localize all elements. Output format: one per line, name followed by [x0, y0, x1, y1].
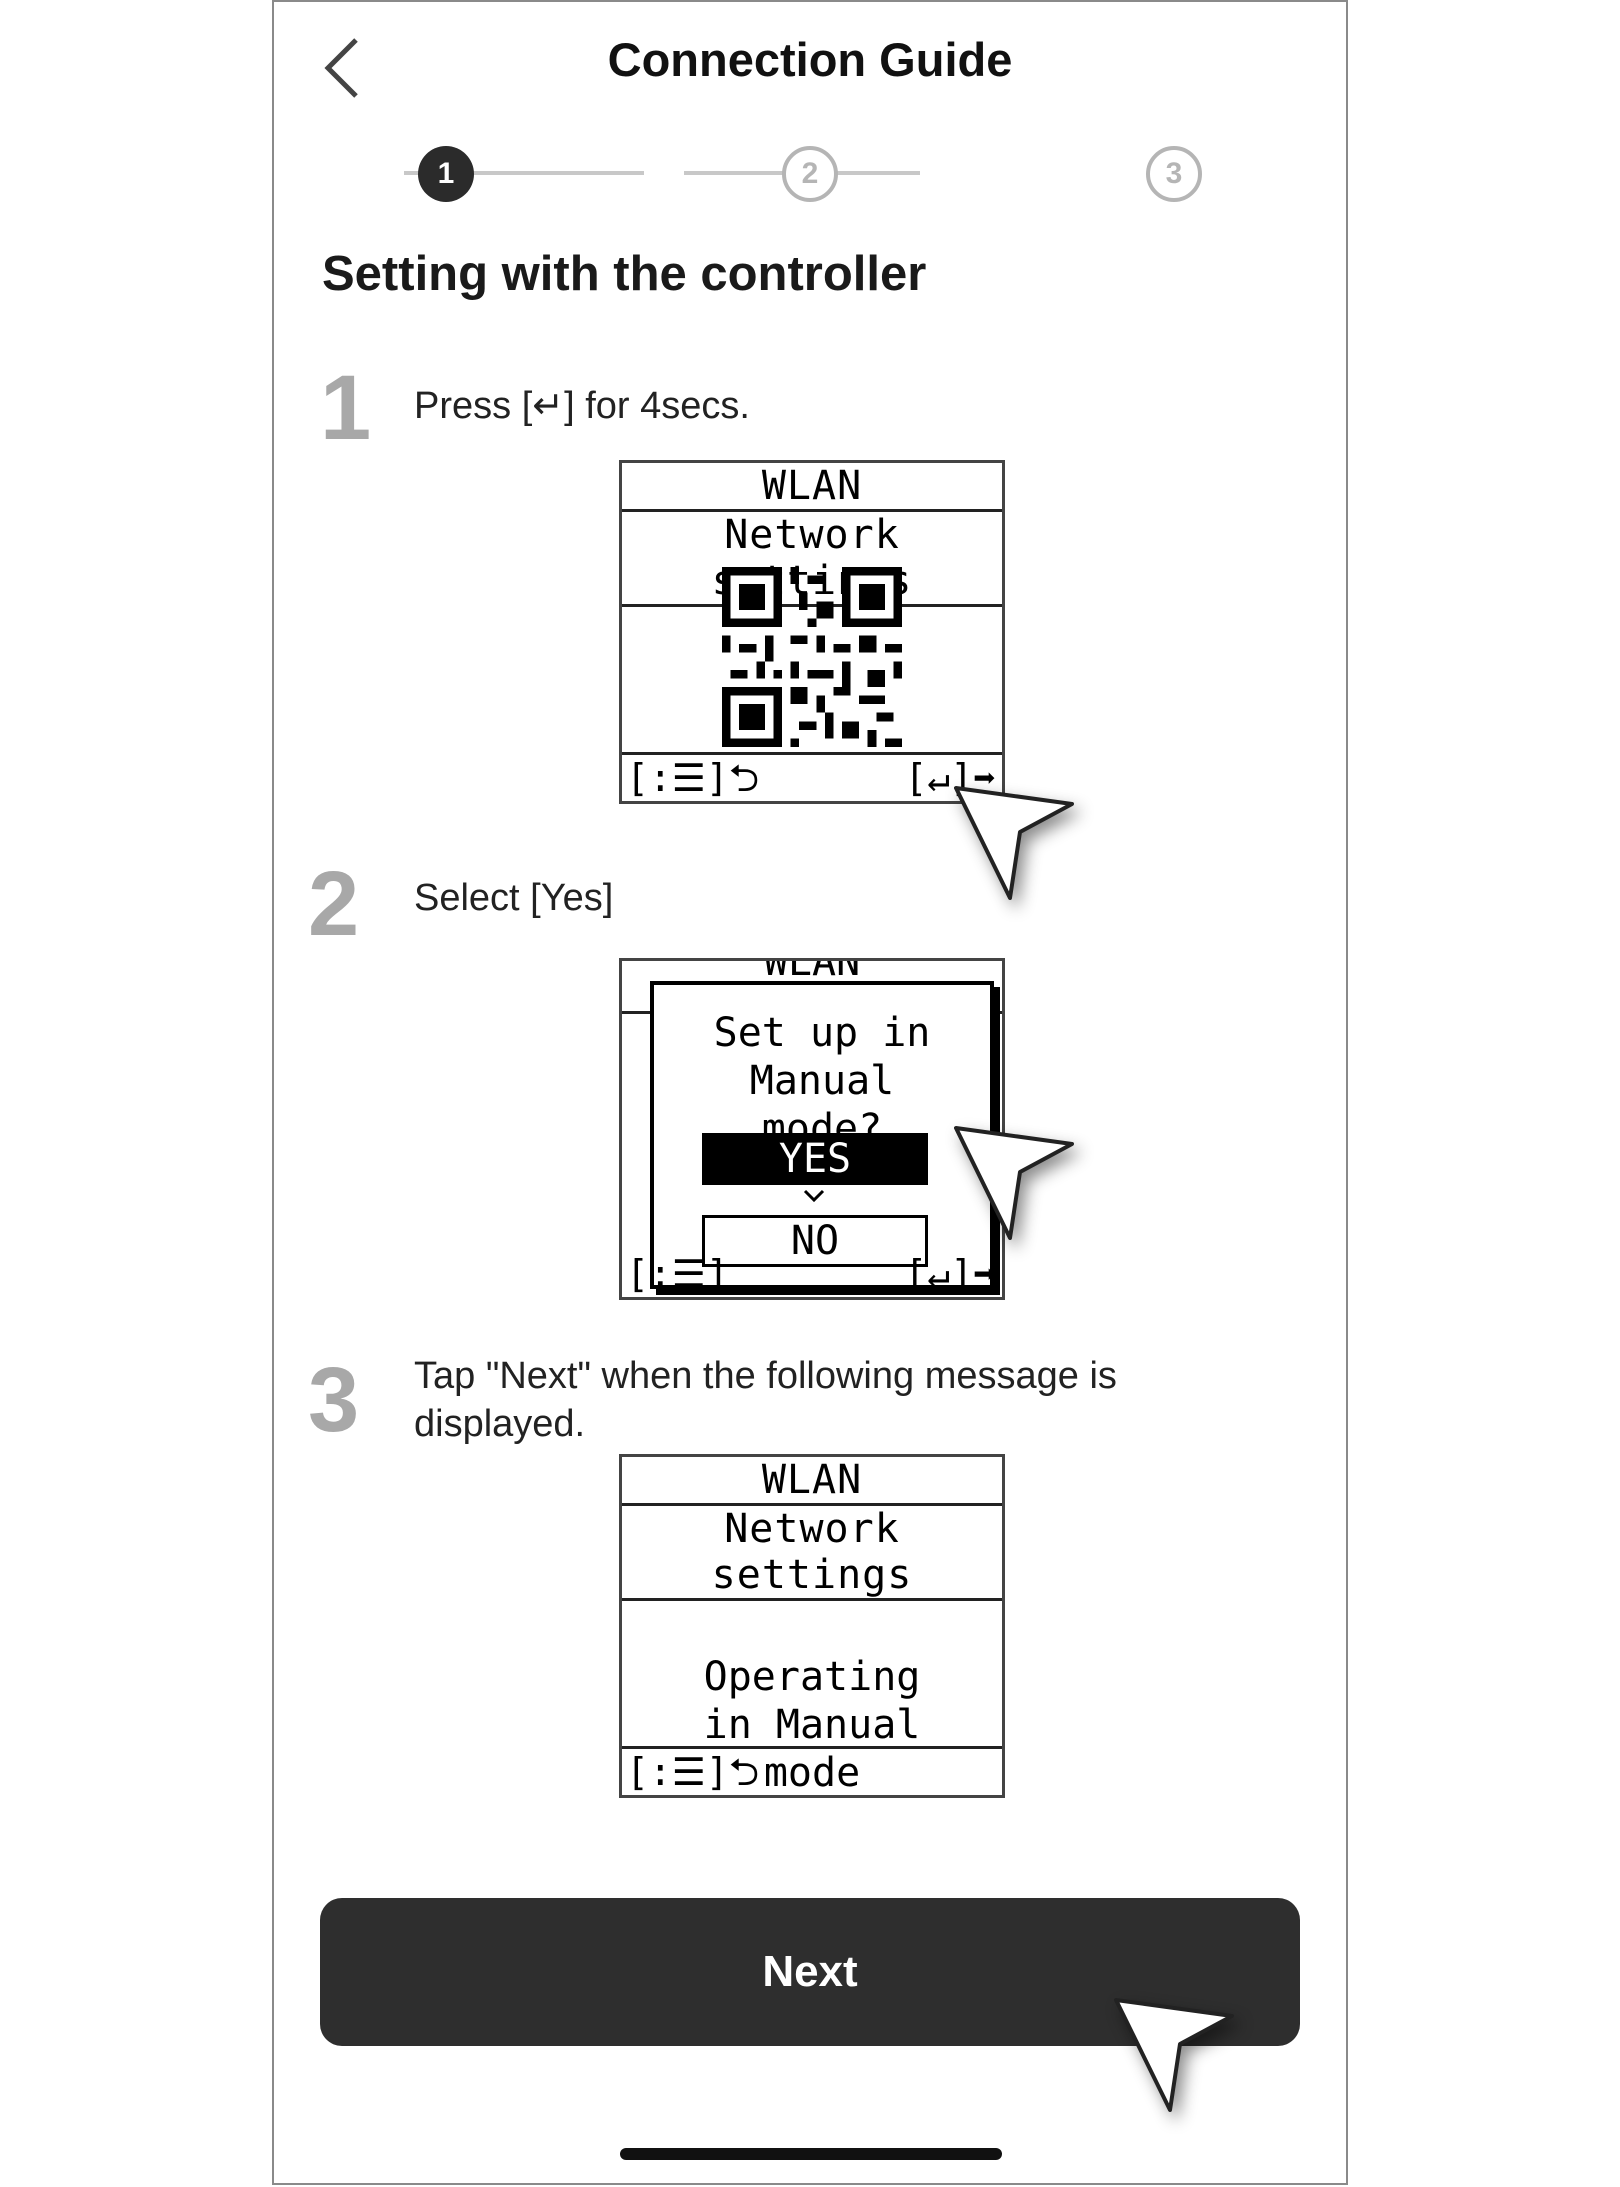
menu-back-glyph: [:☰]⮌ [626, 1750, 760, 1794]
menu-back-glyph: [:☰]⮌ [626, 756, 760, 800]
pointer-arrow-icon [954, 786, 1074, 900]
page-title: Connection Guide [607, 33, 1013, 86]
chevron-down-icon [803, 1189, 825, 1203]
yes-option: YES [702, 1133, 928, 1185]
lcd-footer: [:☰]⮌ [622, 1746, 1002, 1795]
phone-frame: Connection Guide 1 2 3 Setting with the … [272, 0, 1348, 2185]
dialog-message: Set up in Manual mode? [713, 1010, 931, 1152]
step-indicator-3: 3 [1146, 146, 1202, 202]
lcd-footer: [:☰]⮌ [↵]➡ [622, 752, 1002, 801]
step-2-instruction: Select [Yes] [414, 877, 614, 919]
lcd-header: WLAN [622, 463, 1002, 512]
pointer-arrow-icon [1114, 1998, 1234, 2112]
enter-arrow-glyph: [↵]➡ [904, 1252, 996, 1296]
lcd-footer: [:☰] [↵]➡ [622, 1251, 1002, 1297]
step-indicator-2: 2 [782, 146, 838, 202]
step-3-instruction: Tap "Next" when the following message is… [414, 1355, 1117, 1445]
no-option: NO [702, 1215, 928, 1267]
pointer-arrow-icon [954, 1126, 1074, 1240]
controller-screen-1: WLAN Network settings [:☰]⮌ [↵]➡ [619, 460, 1005, 804]
lcd-header: WLAN [622, 1457, 1002, 1506]
home-indicator[interactable] [620, 2148, 1002, 2160]
manual-mode-dialog: Set up in Manual mode? YES NO [650, 981, 994, 1289]
progress-stepper: 1 2 3 [274, 142, 1346, 202]
step-1-instruction: Press [↵] for 4secs. [414, 385, 750, 427]
controller-screen-3: WLAN Network settings Operating in Manua… [619, 1454, 1005, 1798]
back-chevron-icon[interactable] [322, 36, 362, 100]
menu-glyph: [:☰] [626, 1252, 729, 1296]
step-number-3: 3 [308, 1349, 360, 1451]
step-number-1: 1 [320, 357, 372, 459]
lcd-subheader: Network settings [622, 1506, 1002, 1601]
step-number-2: 2 [308, 853, 360, 955]
section-title: Setting with the controller [322, 247, 927, 301]
controller-screen-2: WLAN Set up in Manual mode? YES NO [:☰] … [619, 958, 1005, 1300]
stepper-line [404, 171, 644, 175]
qr-code-icon [722, 567, 902, 747]
step-indicator-1: 1 [418, 146, 474, 202]
lcd-message: Operating in Manual mode [703, 1654, 921, 1796]
